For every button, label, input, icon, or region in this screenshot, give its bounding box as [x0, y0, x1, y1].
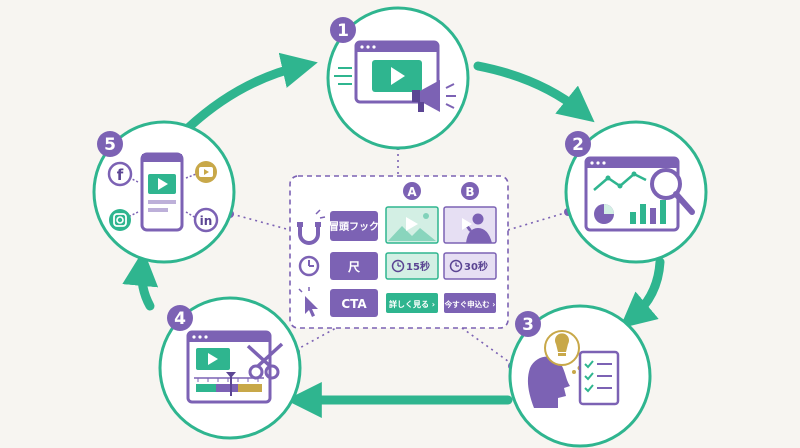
- step-4: 4: [158, 296, 302, 440]
- variant-a-timer-icon: [391, 259, 405, 273]
- video-megaphone-icon: [334, 40, 456, 112]
- step-3: 3: [508, 304, 652, 448]
- video-editing-scissors-icon: [186, 330, 284, 404]
- idea-checklist-icon: [527, 330, 620, 408]
- row-length-label: 尺: [348, 260, 360, 274]
- step-3-number: 3: [522, 315, 534, 335]
- variant-a-image-thumbnail: [385, 206, 439, 244]
- clock-icon: [298, 255, 320, 277]
- row-cta-label: CTA: [341, 297, 367, 311]
- social-share-phone-icon: f in: [107, 152, 219, 233]
- dotted-connectors: [231, 148, 569, 365]
- variant-b-length: 30秒: [464, 260, 488, 273]
- step-1-number: 1: [337, 21, 349, 41]
- row-hook-label: 冒頭フック: [329, 221, 379, 233]
- variant-a-cta-button: 詳しく見る ›: [389, 299, 435, 309]
- step-5: 5 f: [92, 120, 236, 264]
- step-2: 2: [564, 120, 708, 264]
- cycle-arrows: [122, 52, 665, 418]
- step-1: 1: [326, 6, 470, 150]
- ab-comparison-panel: A B 冒頭フック: [289, 175, 509, 329]
- magnet-icon: [297, 209, 326, 245]
- facebook-icon: f: [107, 161, 133, 187]
- variant-a-length: 15秒: [406, 260, 430, 273]
- arrow-5-to-1: [183, 52, 318, 133]
- step-4-number: 4: [174, 309, 186, 329]
- variant-b-cta-button: 今すぐ申込む ›: [444, 299, 496, 309]
- variant-b-label: B: [465, 185, 474, 199]
- youtube-icon: [195, 161, 217, 183]
- instagram-icon: [109, 209, 131, 231]
- svg-text:f: f: [117, 166, 124, 184]
- analytics-magnifier-icon: [584, 156, 695, 232]
- arrow-1-to-2: [473, 61, 595, 123]
- svg-text:in: in: [200, 214, 213, 228]
- variant-b-timer-icon: [449, 259, 463, 273]
- arrow-4-to-5: [122, 249, 159, 311]
- step-5-number: 5: [104, 135, 116, 155]
- variant-a-label: A: [407, 185, 417, 199]
- cursor-icon: [298, 287, 318, 317]
- step-2-number: 2: [572, 135, 584, 155]
- variant-b-person-thumbnail: [443, 206, 497, 244]
- linkedin-icon: in: [193, 207, 219, 233]
- arrow-2-to-3: [619, 257, 665, 329]
